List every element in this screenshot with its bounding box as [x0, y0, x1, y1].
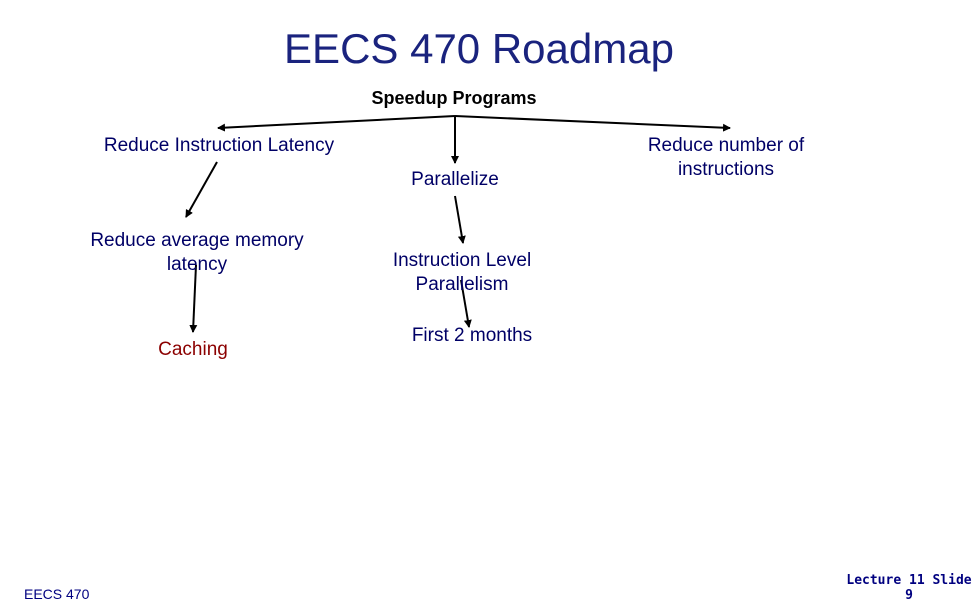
node-reduce-instruction-latency: Reduce Instruction Latency — [103, 135, 335, 156]
arrow-memory-latency-to-caching — [189, 264, 198, 333]
node-parallelize: Parallelize — [411, 169, 499, 190]
node-reduce-number-of-instructions: Reduce number of instructions — [647, 135, 805, 180]
node-instruction-level-parallelism: Instruction Level Parallelism — [392, 250, 532, 295]
arrow-root-to-reduce-latency — [217, 115, 456, 132]
arrow-ilp-to-first-months — [460, 279, 472, 328]
footer-course: EECS 470 — [24, 586, 90, 602]
arrow-root-to-reduce-instructions — [454, 115, 731, 132]
arrow-latency-to-memory-latency — [185, 161, 218, 218]
arrow-parallelize-to-ilp — [454, 195, 466, 244]
footer-slide-number: Lecture 11 Slide 9 — [846, 573, 972, 603]
node-reduce-average-memory-latency: Reduce average memory latency — [90, 230, 304, 275]
node-caching: Caching — [158, 339, 228, 360]
node-first-2-months: First 2 months — [411, 325, 533, 346]
node-speedup-programs: Speedup Programs — [371, 88, 537, 108]
slide-title: EECS 470 Roadmap — [284, 25, 674, 72]
